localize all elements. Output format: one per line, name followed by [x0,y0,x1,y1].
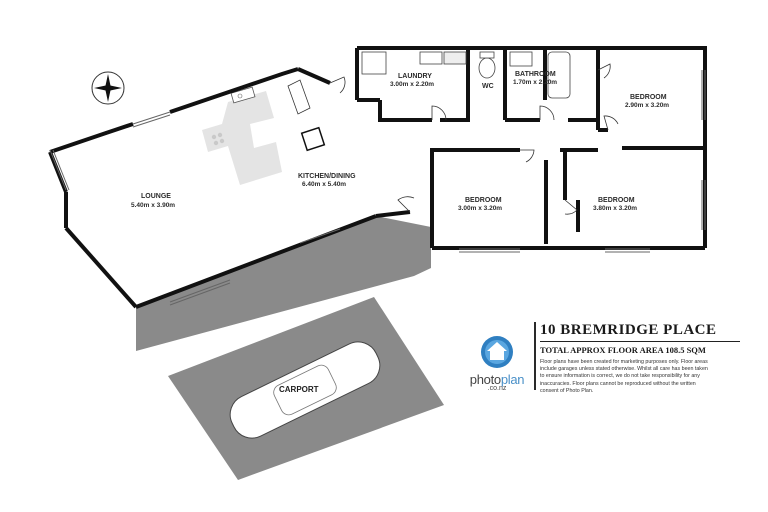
bedroom-3-dims: 3.80m x 3.20m [593,205,637,212]
bedroom-2-label: BEDROOM [465,197,502,204]
rear-deck [136,216,431,351]
property-address: 10 BREMRIDGE PLACE [540,322,717,338]
toilet [478,57,496,79]
laundry-fixtures [361,51,467,75]
carport-label: CARPORT [279,385,319,394]
laundry-label: LAUNDRY [398,73,432,80]
bedroom-2-dims: 3.00m x 3.20m [458,205,502,212]
car-icon [229,341,381,439]
logo-brand: photoplan [469,372,525,387]
kitchen-bench [202,91,282,185]
logo-text: photoplan .co.nz [462,372,532,392]
bedroom-1-label: BEDROOM [630,94,667,101]
vanity [509,51,533,67]
bathroom-label: BATHROOM [515,71,556,78]
sink-drain [237,93,243,99]
disclaimer-text: Floor plans have been created for market… [540,359,708,394]
cistern [479,51,495,59]
bathroom-dims: 1.70m x 2.20m [513,79,557,86]
lounge-label: LOUNGE [141,193,171,200]
title-rule [540,341,740,342]
bedroom-3-label: BEDROOM [598,197,635,204]
wc-label: WC [482,83,494,90]
appliance [300,126,326,152]
lounge-dims: 5.40m x 3.90m [131,202,175,209]
kitchen-sink [230,86,256,104]
property-info: 10 BREMRIDGE PLACE TOTAL APPROX FLOOR AR… [540,322,758,395]
laundry-dims: 3.00m x 2.20m [390,81,434,88]
windows [49,70,706,306]
kitchen-dims: 6.40m x 5.40m [302,181,346,188]
info-divider [534,322,536,390]
photoplan-logo-icon [481,336,513,368]
door-swings [287,63,619,215]
bath-tub [547,51,571,99]
compass-icon [91,71,125,105]
kitchen-label: KITCHEN/DINING [298,173,356,180]
floor-area: TOTAL APPROX FLOOR AREA 108.5 SQM [540,345,706,355]
bedroom-1-dims: 2.90m x 3.20m [625,102,669,109]
logo-domain: .co.nz [487,385,507,392]
hob [211,132,225,146]
